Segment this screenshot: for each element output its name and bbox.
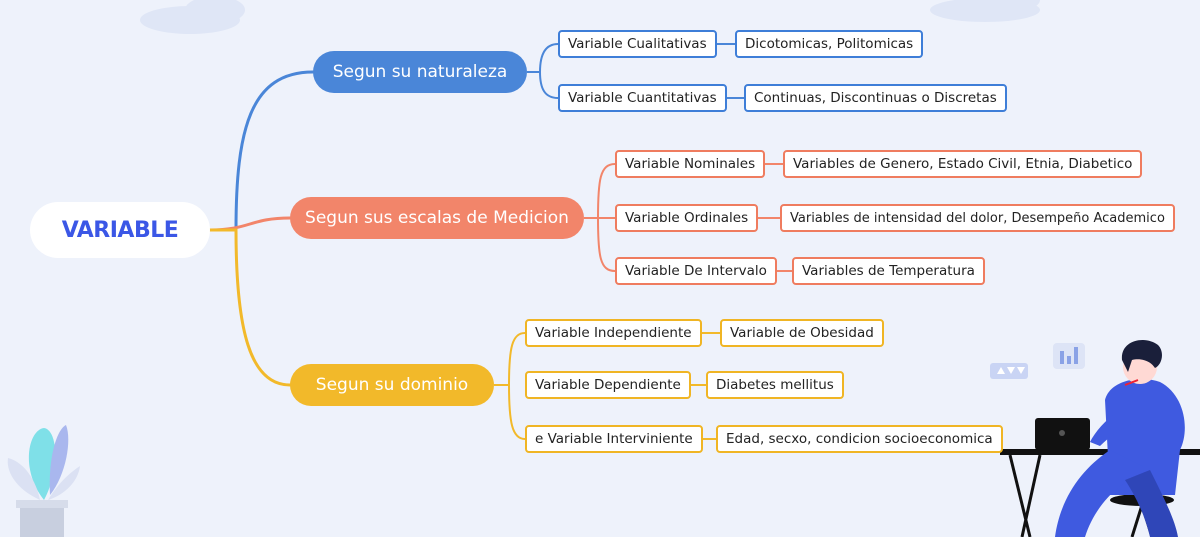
example-independiente[interactable]: Variable de Obesidad [720,319,884,347]
plant-illustration [7,425,80,537]
connector-root-dominio [208,228,292,387]
node-label: Dicotomicas, Politomicas [745,36,914,52]
example-cuantitativas[interactable]: Continuas, Discontinuas o Discretas [744,84,1007,112]
branch-label: Segun sus escalas de Medicion [305,208,569,228]
chart-badge-icon [1053,343,1085,369]
root-label: VARIABLE [61,217,179,243]
node-label: Variable De Intervalo [625,263,767,279]
branch-naturaleza[interactable]: Segun su naturaleza [313,51,527,93]
node-label: Variables de Temperatura [802,263,975,279]
example-nominales[interactable]: Variables de Genero, Estado Civil, Etnia… [783,150,1143,178]
node-label: Diabetes mellitus [716,377,834,393]
node-label: Variables de intensidad del dolor, Desem… [790,210,1165,226]
type-dependiente[interactable]: Variable Dependiente [525,371,691,399]
node-label: e Variable Interviniente [535,431,693,447]
type-nominales[interactable]: Variable Nominales [615,150,766,178]
example-cualitativas[interactable]: Dicotomicas, Politomicas [735,30,924,58]
branch-dominio[interactable]: Segun su dominio [290,364,494,406]
node-label: Variables de Genero, Estado Civil, Etnia… [793,156,1133,172]
branch-label: Segun su dominio [315,375,469,395]
arrows-badge-icon [990,363,1028,379]
clouds-decoration [140,0,1040,34]
type-ordinales[interactable]: Variable Ordinales [615,204,759,232]
connector-b2 [584,163,616,272]
branch-label: Segun su naturaleza [332,62,508,82]
branch-escalas[interactable]: Segun sus escalas de Medicion [290,197,584,239]
example-intervalo[interactable]: Variables de Temperatura [792,257,985,285]
connector-root-naturaleza [208,70,315,232]
connector-b3 [494,332,526,440]
node-label: Variable Independiente [535,325,692,341]
connector-b1 [527,43,559,99]
node-label: Continuas, Discontinuas o Discretas [754,90,997,106]
connector-root-escalas [208,216,292,232]
person-at-desk-illustration [1000,340,1200,537]
node-label: Variable Nominales [625,156,756,172]
node-label: Edad, secxo, condicion socioeconomica [726,431,993,447]
example-ordinales[interactable]: Variables de intensidad del dolor, Desem… [780,204,1175,232]
example-dependiente[interactable]: Diabetes mellitus [706,371,844,399]
type-intervalo[interactable]: Variable De Intervalo [615,257,777,285]
type-cualitativas[interactable]: Variable Cualitativas [558,30,717,58]
node-label: Variable Cuantitativas [568,90,717,106]
node-label: Variable Cualitativas [568,36,707,52]
root-node[interactable]: VARIABLE [30,202,210,258]
node-label: Variable Ordinales [625,210,749,226]
example-interviniente[interactable]: Edad, secxo, condicion socioeconomica [716,425,1003,453]
node-label: Variable Dependiente [535,377,681,393]
type-independiente[interactable]: Variable Independiente [525,319,702,347]
type-cuantitativas[interactable]: Variable Cuantitativas [558,84,727,112]
type-interviniente[interactable]: e Variable Interviniente [525,425,703,453]
node-label: Variable de Obesidad [730,325,874,341]
